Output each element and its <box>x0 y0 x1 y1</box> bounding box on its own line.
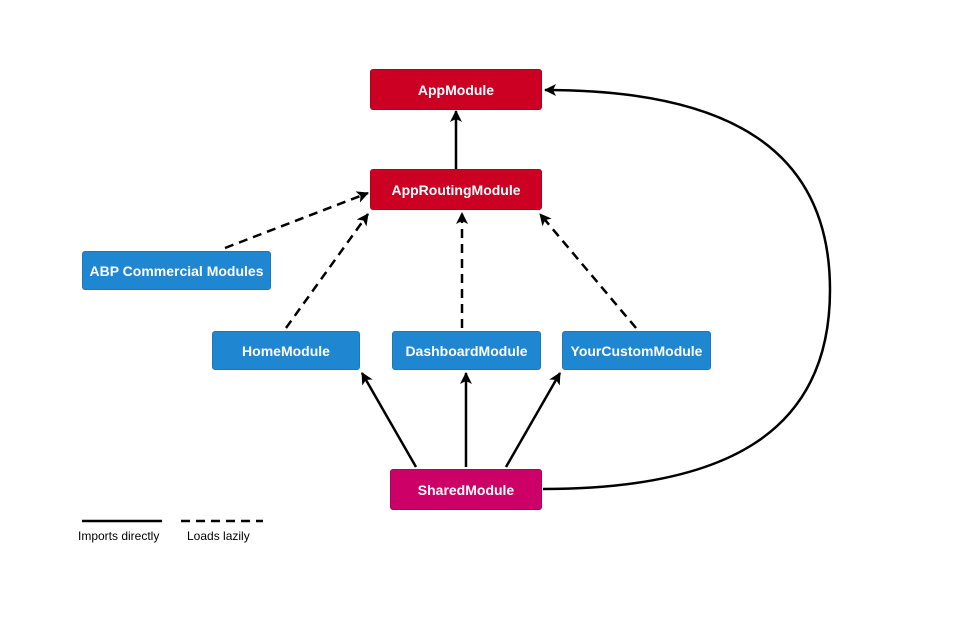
legend-dashed-label: Loads lazily <box>187 529 250 543</box>
node-app-routing-module: AppRoutingModule <box>370 169 542 210</box>
node-home-module: HomeModule <box>212 331 360 370</box>
node-your-custom-module: YourCustomModule <box>562 331 711 370</box>
legend-solid-label: Imports directly <box>78 529 160 543</box>
edge-abp-to-approuting <box>224 191 369 250</box>
node-abp-commercial-modules: ABP Commercial Modules <box>82 251 271 290</box>
edge-custom-to-approuting <box>539 213 637 329</box>
node-shared-module: SharedModule <box>390 469 542 510</box>
edge-shared-to-custom <box>504 372 562 468</box>
edge-shared-to-appmodule <box>542 84 832 491</box>
edge-shared-to-home <box>360 372 418 468</box>
node-app-module: AppModule <box>370 69 542 110</box>
edge-home-to-approuting <box>284 213 370 329</box>
node-dashboard-module: DashboardModule <box>392 331 541 370</box>
